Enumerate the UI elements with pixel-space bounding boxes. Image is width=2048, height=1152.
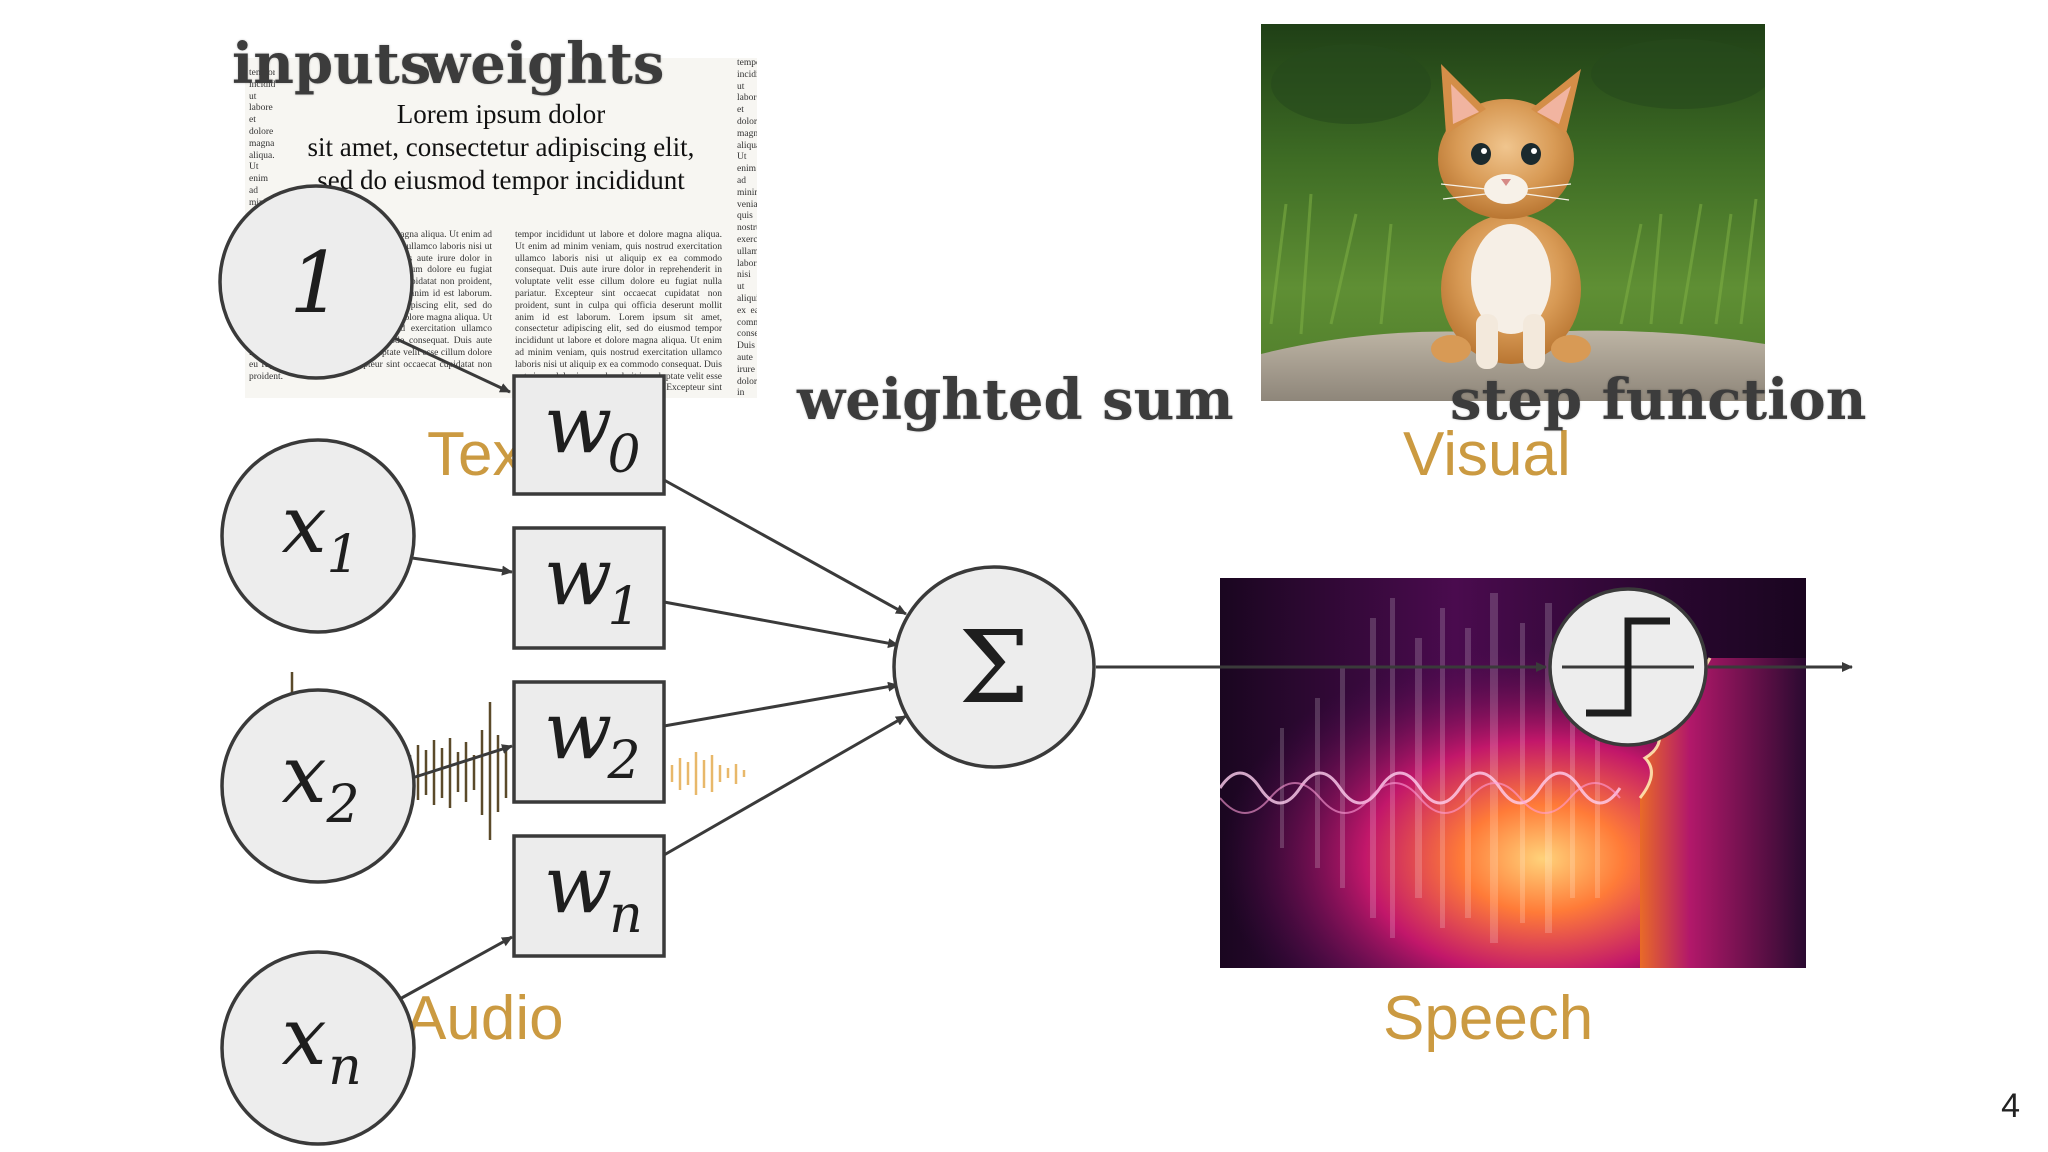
- weight-w1-sub: 1: [607, 577, 640, 637]
- edge-x2-to-w2: [411, 744, 513, 780]
- step-function-title: step function: [1450, 367, 1867, 433]
- input-node-1: 1: [218, 184, 414, 380]
- newspaper-headline: Lorem ipsum dolor sit amet, consectetur …: [245, 98, 757, 197]
- weight-w0-sub: 0: [607, 425, 640, 485]
- weight-box-w1: w 1: [512, 526, 666, 650]
- weight-box-wn: w n: [512, 834, 666, 958]
- edge-w0-to-sum: [663, 478, 907, 616]
- edge-x1-to-w1: [411, 556, 513, 576]
- input-node-x1: x 1: [220, 438, 416, 634]
- sum-node: Σ: [892, 565, 1096, 769]
- weight-w2-var: w: [544, 684, 612, 777]
- input-node-x1-sub: 1: [326, 525, 359, 585]
- headline-line-1: Lorem ipsum dolor: [396, 99, 606, 129]
- audio-waveform: [290, 672, 746, 840]
- weight-box-w2: w 2: [512, 680, 666, 804]
- edge-w1-to-sum: [663, 600, 899, 649]
- edge-wn-to-sum: [663, 714, 907, 857]
- weight-box-w0: w 0: [512, 374, 666, 496]
- input-node-x2-sub: 2: [325, 775, 359, 835]
- weight-wn-var: w: [544, 838, 612, 931]
- sum-symbol: Σ: [959, 609, 1030, 726]
- input-node-1-label: 1: [289, 234, 342, 332]
- input-node-xn-sub: n: [328, 1037, 362, 1097]
- step-function-icon: [1586, 617, 1670, 717]
- weight-w0-var: w: [544, 378, 612, 471]
- step-function-node: [1548, 587, 1708, 747]
- weight-w2-sub: 2: [606, 731, 640, 791]
- newspaper-column-3: tempor incididunt ut labore et dolore ma…: [737, 58, 757, 398]
- kitten-photo: [1261, 24, 1765, 401]
- weight-w1-var: w: [544, 530, 612, 623]
- input-node-x2-var: x: [281, 728, 326, 821]
- headline-line-2: sit amet, consectetur adipiscing elit,: [307, 132, 695, 162]
- input-node-xn: x n: [220, 950, 416, 1146]
- inputs-title: inputs: [232, 31, 432, 97]
- page-number: 4: [2001, 1087, 2020, 1125]
- speech-waveform-image: [1220, 578, 1806, 968]
- caption-audio: Audio: [405, 984, 564, 1053]
- edge-xn-to-wn: [397, 935, 513, 1002]
- input-node-x1-var: x: [281, 478, 326, 571]
- edge-w2-to-sum: [663, 681, 899, 728]
- weights-title: weights: [422, 31, 665, 97]
- headline-line-3: sed do eiusmod tempor incididunt: [317, 165, 685, 195]
- caption-speech: Speech: [1383, 984, 1594, 1053]
- weight-wn-sub: n: [609, 885, 643, 945]
- input-node-x2: x 2: [220, 688, 416, 884]
- input-node-xn-var: x: [281, 990, 326, 1083]
- edge-input-1-to-w0: [387, 333, 511, 394]
- weighted-sum-title: weighted sum: [797, 367, 1234, 433]
- caption-visual: Visual: [1403, 420, 1571, 489]
